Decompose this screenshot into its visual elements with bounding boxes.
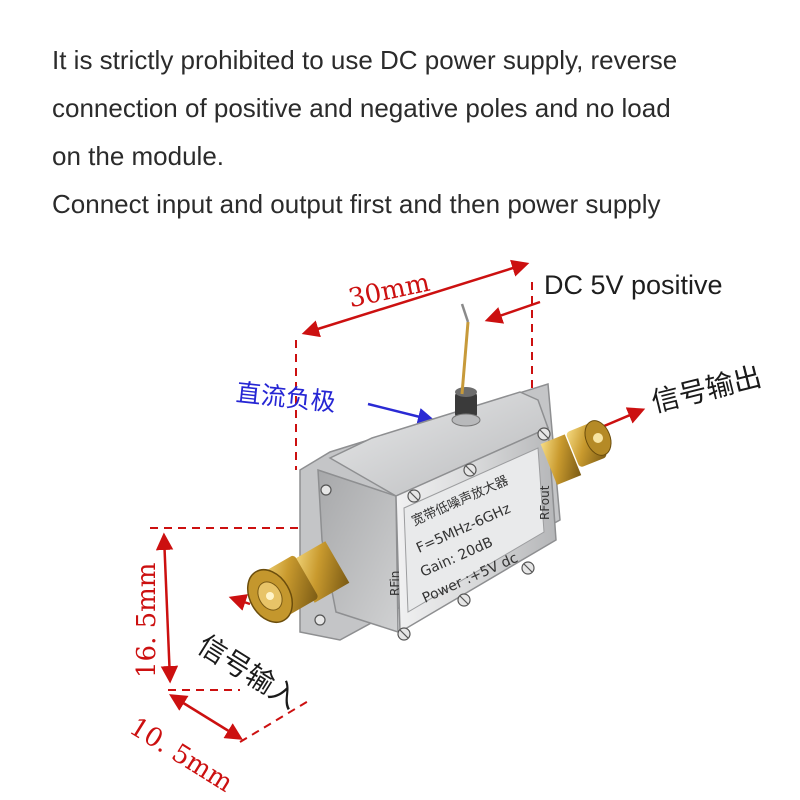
dc-pin <box>451 303 481 427</box>
sma-input-connector <box>246 541 350 623</box>
dc-positive-label: DC 5V positive <box>544 270 723 300</box>
dimension-extension-lines <box>150 282 533 743</box>
sma-output-connector <box>540 420 612 485</box>
notice-line-4: Connect input and output first and then … <box>52 189 661 219</box>
screw-icon <box>320 484 332 496</box>
housing-side-face <box>317 468 399 634</box>
negative-arrow <box>367 402 436 426</box>
notice-line-1: It is strictly prohibited to use DC powe… <box>52 45 678 75</box>
module-rf-out: RFout <box>538 485 552 520</box>
screw-icon <box>314 614 326 626</box>
notice-line-3: on the module. <box>52 141 225 171</box>
height-dimension-label: 16. 5mm <box>132 562 162 678</box>
module-rf-in: RFin <box>388 570 402 596</box>
notice-line-2: connection of positive and negative pole… <box>52 93 671 123</box>
label-plate <box>403 447 545 613</box>
notice-text: It is strictly prohibited to use DC powe… <box>52 36 792 228</box>
